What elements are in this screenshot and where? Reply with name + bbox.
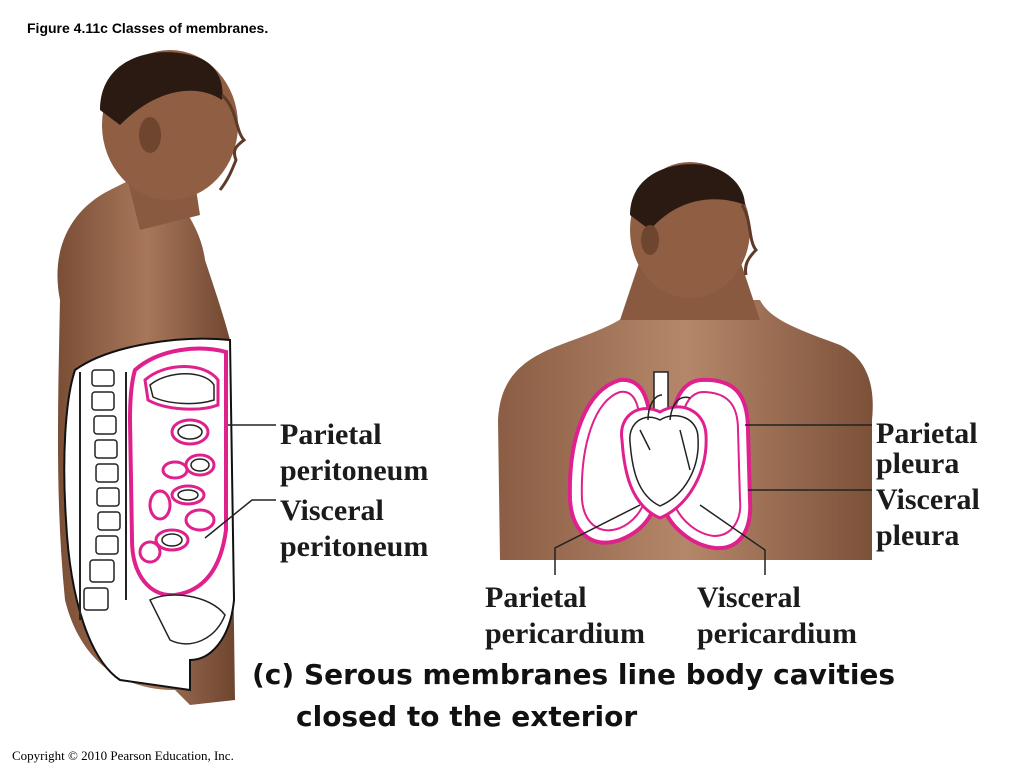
label-parietal-peritoneum: Parietal peritoneum bbox=[280, 418, 429, 487]
copyright-notice: Copyright © 2010 Pearson Education, Inc. bbox=[12, 748, 234, 763]
label-visceral-pleura: Visceral pleura bbox=[876, 483, 980, 552]
front-view-figure bbox=[498, 162, 873, 560]
spine bbox=[83, 369, 121, 611]
figure-title: Figure 4.11c Classes of membranes. bbox=[27, 20, 269, 36]
label-visceral-peritoneum: Visceral peritoneum bbox=[280, 494, 429, 563]
side-face-profile bbox=[218, 93, 247, 191]
side-view-figure bbox=[57, 50, 247, 705]
leader-visceral-pericardium bbox=[699, 504, 766, 575]
side-hair bbox=[100, 52, 223, 125]
leader-lines bbox=[204, 424, 872, 575]
heart-vessels bbox=[639, 394, 691, 471]
leader-visceral-peritoneum bbox=[204, 499, 276, 539]
pelvic-structures bbox=[148, 594, 226, 645]
label-visceral-pericardium: Visceral pericardium bbox=[697, 581, 857, 650]
heart bbox=[629, 415, 699, 507]
label-parietal-pleura: Parietal pleura bbox=[876, 417, 978, 480]
label-parietal-pericardium: Parietal pericardium bbox=[485, 581, 645, 650]
abdominal-organs bbox=[149, 373, 215, 547]
figure-caption: (c) Serous membranes line body cavities … bbox=[252, 658, 896, 733]
front-hair bbox=[630, 164, 745, 230]
leader-parietal-pericardium bbox=[554, 504, 641, 575]
parietal-peritoneum bbox=[127, 346, 228, 598]
front-ear bbox=[641, 225, 659, 255]
visceral-peritoneum bbox=[138, 365, 220, 564]
side-ear bbox=[139, 117, 161, 153]
front-face-profile bbox=[740, 204, 759, 276]
